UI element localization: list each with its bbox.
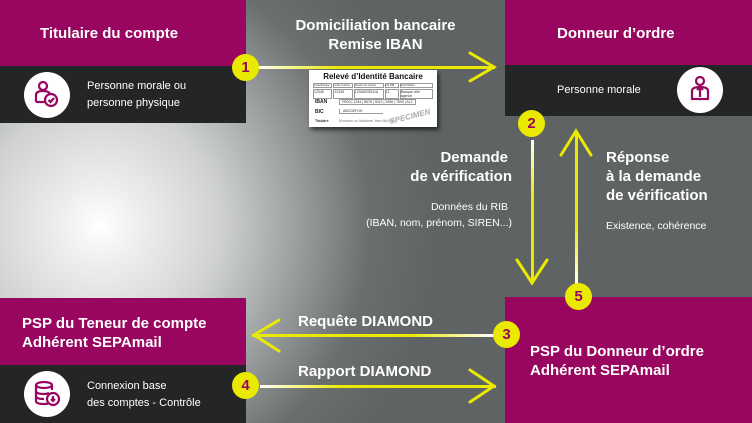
account-holder-title: Titulaire du compte	[40, 25, 179, 42]
rib-holder-label: Titulaire	[315, 119, 329, 123]
rib-headers: Code Banque Code Guichet Numéro de compt…	[313, 83, 433, 88]
rib-header: Code Banque	[313, 83, 333, 88]
step-badge-3: 3	[493, 321, 520, 348]
arrow-step-2	[515, 140, 549, 286]
creditor-psp-title-1: PSP du Donneur d’ordre	[530, 343, 704, 360]
step-badge-2: 2	[518, 110, 545, 137]
step-5-detail: Existence, cohérence	[606, 220, 707, 232]
account-holder-details: Personne morale ou personne physique	[0, 66, 246, 123]
arrow-step-3	[251, 318, 494, 353]
database-download-icon	[24, 371, 70, 417]
person-tie-icon	[677, 67, 723, 113]
rib-iban-label: IBAN	[315, 99, 328, 105]
creditor-details: Personne morale	[505, 65, 752, 116]
rib-title: Relevé d’Identité Bancaire	[323, 72, 423, 81]
rib-bic-label: BIC	[315, 109, 324, 115]
step-1-label-line-1: Domiciliation bancaire	[295, 17, 456, 34]
account-holder-subtitle-2: personne physique	[87, 97, 180, 109]
rib-iban-value: FR00 | 1234 | 5678 | 9012 | 3456 | 7890 …	[339, 99, 416, 105]
account-keeper-psp-subtitle-2: des comptes - Contrôle	[87, 397, 201, 409]
step-badge-5: 5	[565, 283, 592, 310]
rib-bic-value: ABCDEFGH	[339, 109, 383, 114]
step-5-label-line-3: de vérification	[606, 187, 708, 204]
account-holder-subtitle-1: Personne morale ou	[87, 80, 187, 92]
step-badge-1: 1	[232, 54, 259, 81]
creditor-subtitle: Personne morale	[557, 84, 641, 96]
rib-value: 12345	[333, 89, 353, 99]
creditor-psp-title-2: Adhérent SEPAmail	[530, 362, 670, 379]
rib-value: 12	[384, 89, 399, 99]
rib-value: 12345678911A	[353, 89, 384, 99]
rib-specimen-stamp: SPECIMEN	[388, 107, 432, 126]
account-keeper-psp-subtitle-1: Connexion base	[87, 380, 167, 392]
rib-value: Banque ville agence	[399, 89, 433, 99]
rib-header: Clé RIB	[384, 83, 399, 88]
rib-header: Code Guichet	[333, 83, 353, 88]
rib-holder-value: Monsieur ou Madame Jean MAJUE	[339, 119, 395, 123]
rib-value: 12345	[313, 89, 333, 99]
arrow-step-4	[260, 368, 497, 404]
step-2-detail-line-1: Données du RIB	[430, 201, 508, 213]
step-2-label-line-1: Demande	[440, 149, 508, 166]
arrow-step-5	[559, 128, 593, 286]
step-2-label-line-2: de vérification	[410, 168, 512, 185]
rib-header: Domiciliation	[399, 83, 433, 88]
account-holder-header: Titulaire du compte	[0, 0, 246, 66]
person-check-icon	[24, 72, 70, 118]
account-keeper-psp-details: Connexion base des comptes - Contrôle	[0, 365, 246, 423]
step-5-label-line-1: Réponse	[606, 149, 670, 166]
account-keeper-psp-header: PSP du Teneur de compte Adhérent SEPAmai…	[0, 298, 246, 365]
rib-header: Numéro de compte	[353, 83, 384, 88]
creditor-header: Donneur d’ordre	[505, 0, 752, 65]
step-3-label: Requête DIAMOND	[298, 313, 434, 330]
step-2-detail-line-2: (IBAN, nom, prénom, SIREN...)	[366, 217, 512, 229]
arrow-step-1	[255, 51, 497, 83]
step-1-label-line-2: Remise IBAN	[328, 36, 423, 53]
rib-specimen-card: Relevé d’Identité Bancaire Code Banque C…	[309, 70, 437, 127]
step-badge-4: 4	[232, 372, 259, 399]
step-5-label-line-2: à la demande	[606, 168, 702, 185]
rib-values: 12345 12345 12345678911A 12 Banque ville…	[313, 89, 433, 99]
step-4-label: Rapport DIAMOND	[298, 363, 432, 380]
account-keeper-psp-title-2: Adhérent SEPAmail	[22, 334, 162, 351]
creditor-psp-box: PSP du Donneur d’ordre Adhérent SEPAmail	[505, 297, 752, 423]
account-keeper-psp-title-1: PSP du Teneur de compte	[22, 315, 207, 332]
creditor-title: Donneur d’ordre	[557, 25, 675, 42]
